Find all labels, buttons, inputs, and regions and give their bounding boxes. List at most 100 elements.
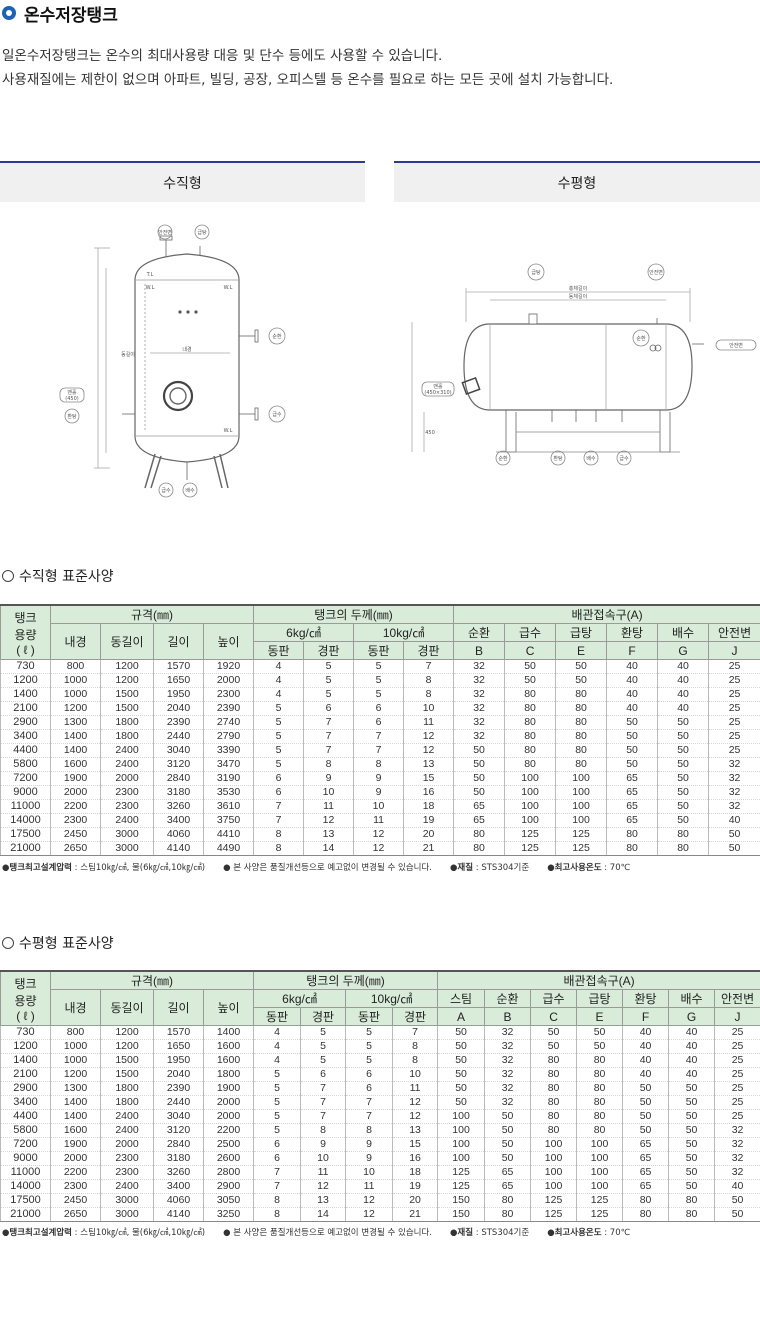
table-cell: 32: [484, 1067, 532, 1082]
table-cell: 9: [353, 785, 405, 800]
table-cell: 7: [353, 729, 405, 744]
label-return: 환탕: [67, 413, 77, 420]
table-cell: 16: [403, 785, 455, 800]
table-cell: 8: [392, 1053, 439, 1068]
table-cell: 100: [530, 1151, 578, 1166]
table-cell: 3120: [153, 757, 204, 772]
table-cell: 1900: [50, 1137, 101, 1152]
table-cell: 80: [576, 1067, 624, 1082]
table-cell: 10: [392, 1067, 439, 1082]
table-cell: 125: [437, 1165, 486, 1180]
table-cell: 80: [530, 1081, 578, 1096]
capacity-cell: 1400: [0, 687, 51, 702]
table-cell: 80: [555, 743, 608, 758]
table-cell: 32: [708, 771, 760, 786]
table-cell: 2040: [153, 1067, 204, 1082]
table-cell: 125: [555, 841, 608, 856]
capacity-cell: 1400: [0, 1053, 51, 1068]
header-thick-col: 동판: [253, 641, 305, 660]
table-cell: 50: [668, 1109, 716, 1124]
table-cell: 19: [403, 813, 455, 828]
table-cell: 50: [606, 757, 659, 772]
table-cell: 4060: [153, 1193, 204, 1208]
table-cell: 11: [303, 799, 355, 814]
header-pipe: 환탕: [622, 989, 670, 1008]
title-bullet-icon: [2, 6, 16, 20]
table-cell: 50: [668, 1179, 716, 1194]
table-cell: 65: [622, 1137, 670, 1152]
table-cell: 2600: [202, 1151, 255, 1166]
capacity-cell: 14000: [0, 1179, 51, 1194]
table-cell: 11: [403, 715, 455, 730]
header-pipe: 환탕: [606, 623, 659, 642]
table-cell: 2000: [50, 785, 101, 800]
table-cell: 32: [484, 1039, 532, 1054]
label-bottom-water-in: 급수: [161, 488, 171, 494]
table-cell: 7: [300, 1081, 347, 1096]
table-cell: 80: [504, 687, 557, 702]
table-cell: 1500: [100, 1053, 154, 1068]
table-cell: 32: [714, 1165, 760, 1180]
table-cell: 40: [606, 701, 659, 716]
table-cell: 13: [300, 1193, 347, 1208]
table-cell: 80: [453, 827, 506, 842]
header-spec-group: 규격(㎜): [49, 970, 255, 990]
table-cell: 2400: [100, 1123, 154, 1138]
table-cell: 80: [555, 757, 608, 772]
table-cell: 8: [253, 1193, 302, 1208]
table-cell: 80: [668, 1207, 716, 1222]
header-pipe-group: 배관접속구(A): [453, 604, 760, 624]
table-cell: 3000: [100, 827, 154, 842]
table-cell: 80: [555, 715, 608, 730]
header-pipe: 급수: [504, 623, 557, 642]
table-cell: 4140: [153, 1207, 204, 1222]
table-cell: 12: [345, 1193, 394, 1208]
label-h-manhole-size: (450×310): [424, 390, 451, 396]
table-cell: 125: [504, 841, 557, 856]
table-cell: 1800: [202, 1067, 255, 1082]
table-cell: 32: [708, 785, 760, 800]
table-cell: 80: [530, 1053, 578, 1068]
table-cell: 1570: [153, 1025, 204, 1040]
table-cell: 2650: [50, 1207, 101, 1222]
table-cell: 1200: [50, 701, 101, 716]
table-cell: 2790: [202, 729, 255, 744]
header-thick-col: 경판: [300, 1007, 347, 1026]
table-cell: 50: [437, 1095, 486, 1110]
table-cell: 9: [300, 1137, 347, 1152]
table-cell: 1800: [100, 729, 154, 744]
table-cell: 65: [606, 813, 659, 828]
table-cell: 8: [403, 687, 455, 702]
table-cell: 12: [392, 1109, 439, 1124]
table-cell: 3400: [153, 1179, 204, 1194]
table-cell: 150: [437, 1193, 486, 1208]
table-cell: 40: [668, 1025, 716, 1040]
table-cell: 1650: [153, 673, 204, 688]
table-cell: 40: [668, 1053, 716, 1068]
header-inner-diameter: 내경: [50, 989, 101, 1026]
table-cell: 8: [392, 1039, 439, 1054]
capacity-cell: 1200: [0, 1039, 51, 1054]
table-cell: 50: [530, 1025, 578, 1040]
table-cell: 5: [253, 701, 305, 716]
table-cell: 14: [303, 841, 355, 856]
table-cell: 25: [714, 1039, 760, 1054]
table-cell: 100: [576, 1151, 624, 1166]
table-cell: 12: [392, 1095, 439, 1110]
table-cell: 16: [392, 1151, 439, 1166]
table-cell: 11: [392, 1081, 439, 1096]
table-cell: 1900: [202, 1081, 255, 1096]
table-cell: 1800: [100, 1095, 154, 1110]
table-cell: 2450: [50, 827, 101, 842]
table-cell: 1800: [100, 1081, 154, 1096]
label-manhole: 맨홀: [67, 389, 77, 396]
table-cell: 80: [453, 841, 506, 856]
table-cell: 3000: [100, 1193, 154, 1208]
label-h-leg-height: 450: [425, 430, 435, 436]
table-cell: 1200: [100, 1039, 154, 1054]
